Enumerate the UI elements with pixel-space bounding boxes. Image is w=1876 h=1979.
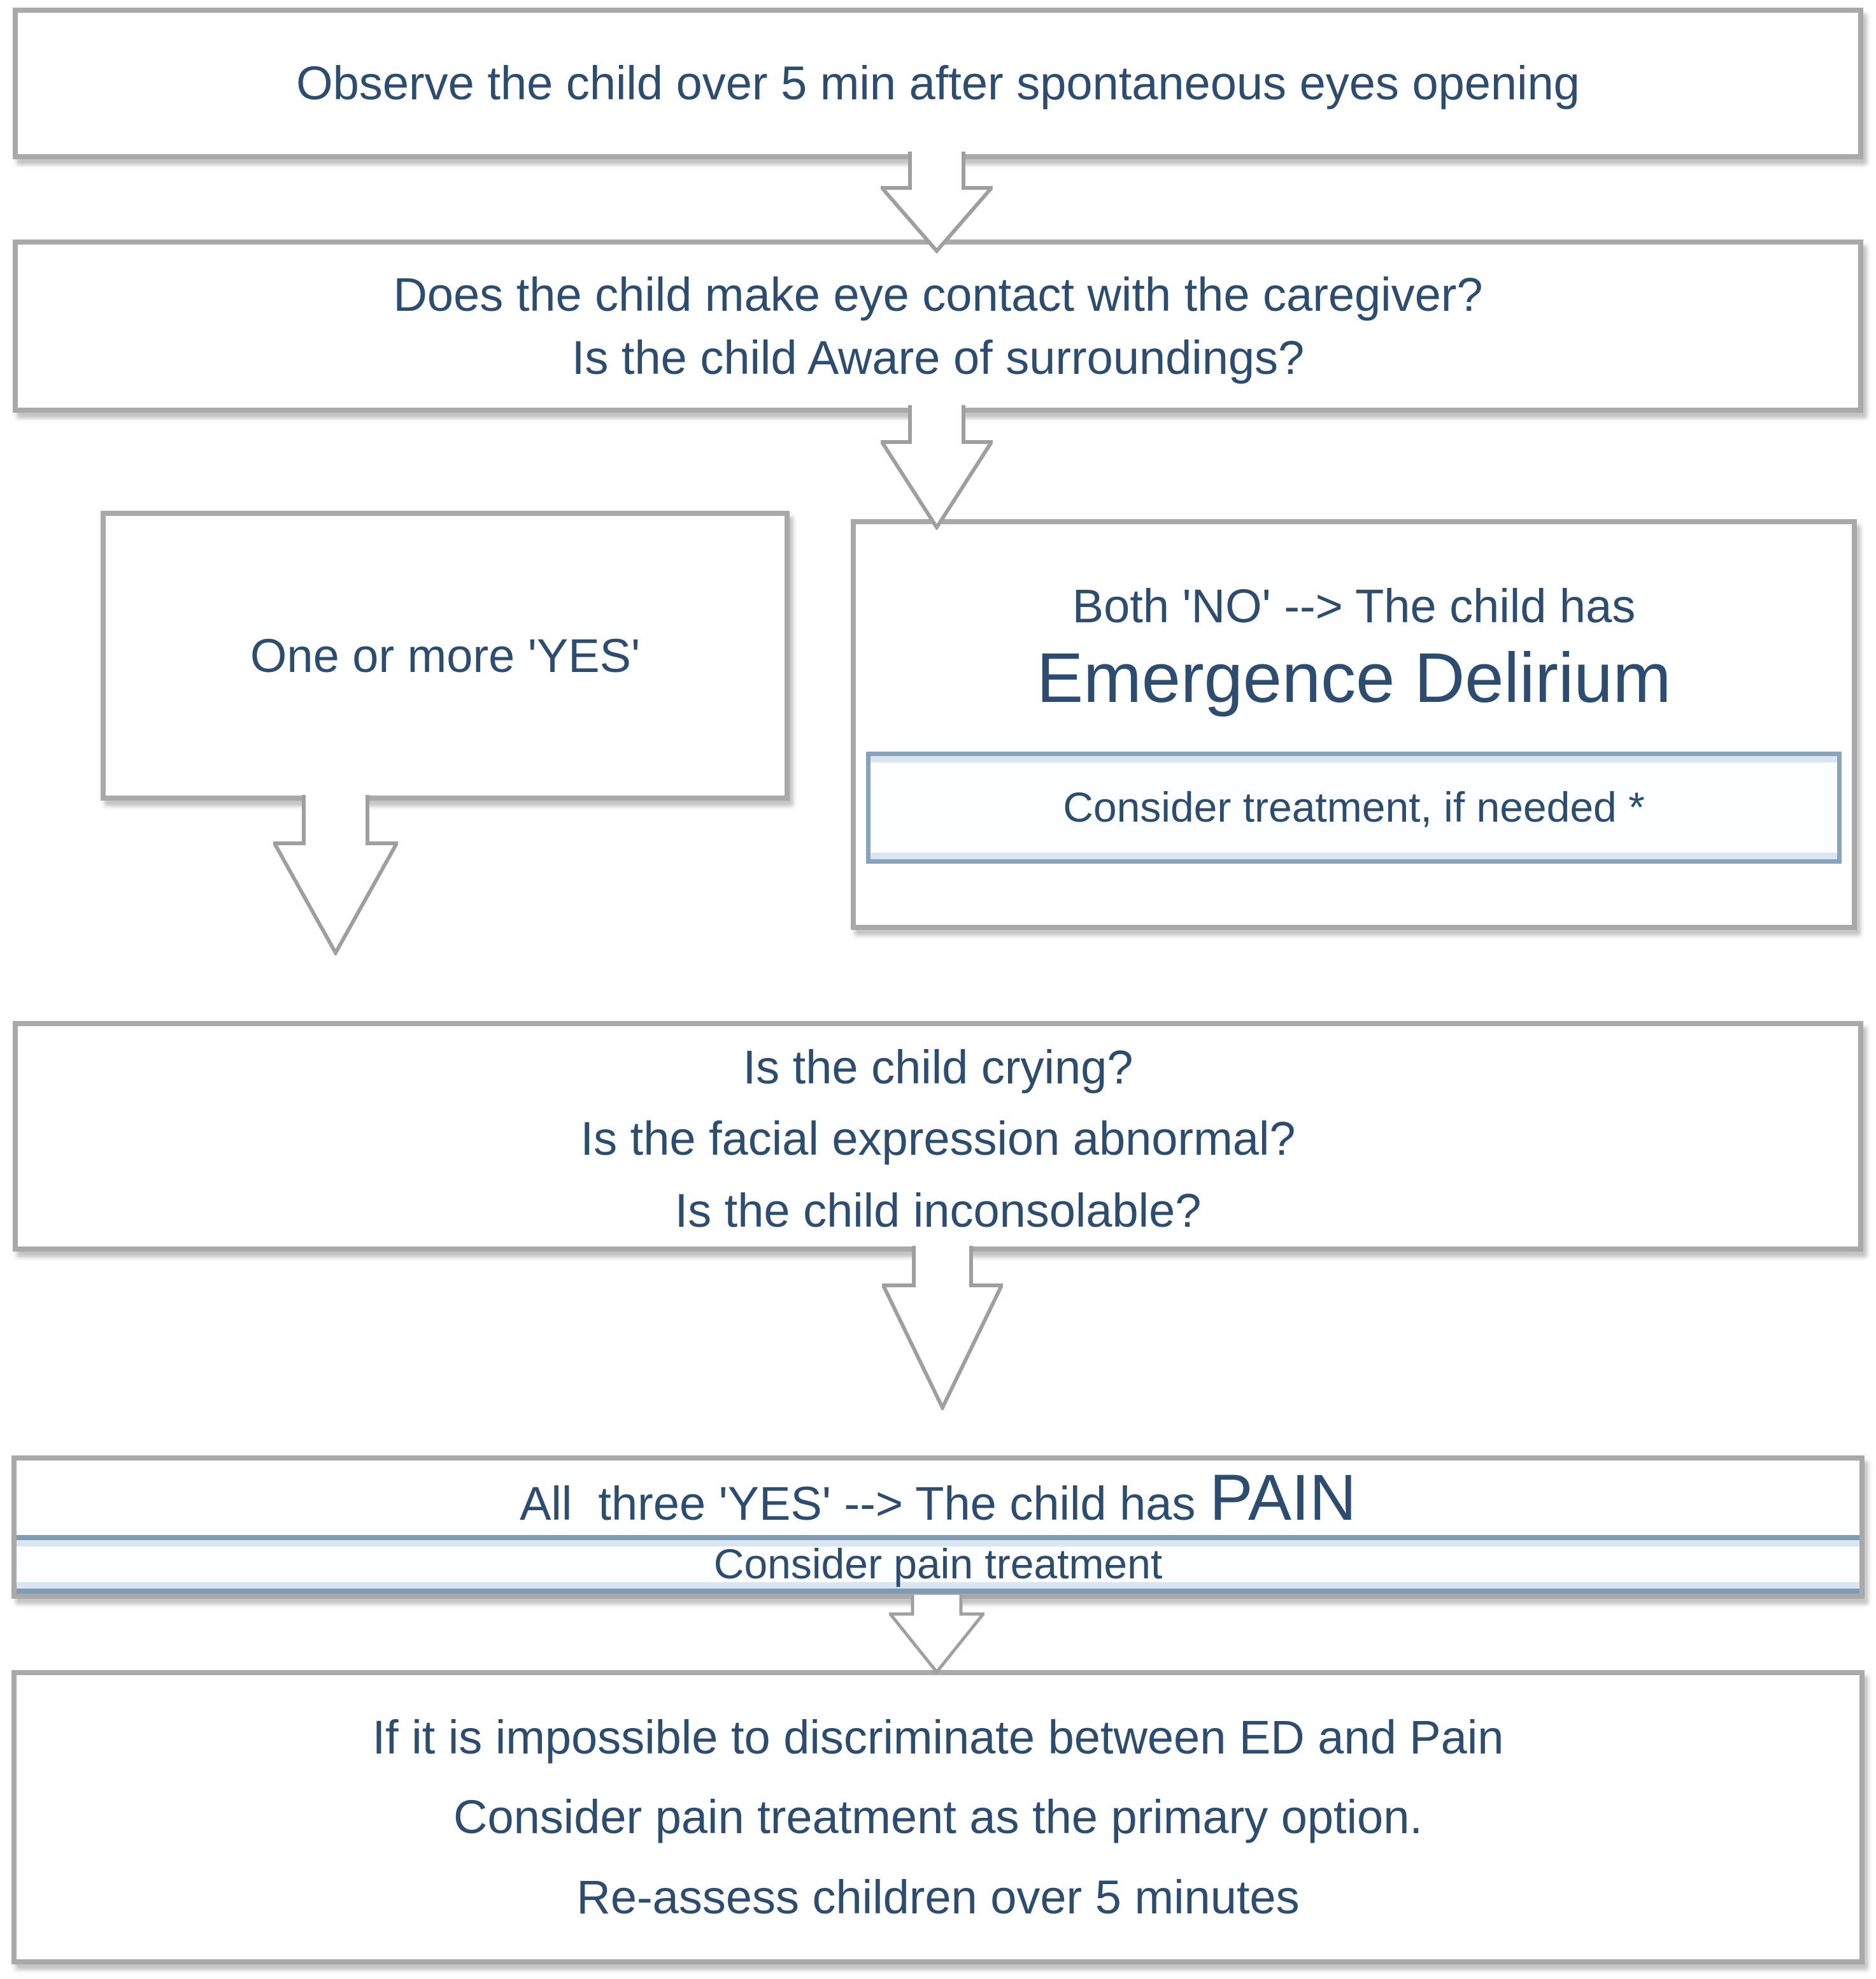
emergence-delirium-diagnosis-text: Emergence Delirium — [1036, 639, 1672, 718]
question-eye-contact: Does the child make eye contact with the… — [393, 268, 1483, 321]
step-observe-box: Observe the child over 5 min after spont… — [13, 8, 1863, 159]
fallback-reassess-box: If it is impossible to discriminate betw… — [11, 1670, 1865, 1964]
question-awareness: Is the child Aware of surroundings? — [571, 331, 1305, 384]
branch-no-intro-text: Both 'NO' --> The child has — [1072, 580, 1636, 632]
pain-diagnosis-text: PAIN — [1209, 1461, 1356, 1534]
question-crying: Is the child crying? — [743, 1041, 1133, 1094]
pain-intro-text: All three 'YES' --> The child has — [520, 1477, 1196, 1530]
step-pain-questions-box: Is the child crying? Is the facial expre… — [13, 1021, 1863, 1252]
down-arrow-icon — [882, 1246, 1003, 1410]
fallback-discriminate-text: If it is impossible to discriminate betw… — [372, 1711, 1504, 1764]
pain-diagnosis-box: All three 'YES' --> The child has PAIN C… — [11, 1455, 1865, 1599]
question-inconsolable: Is the child inconsolable? — [674, 1183, 1202, 1237]
step-eye-contact-box: Does the child make eye contact with the… — [13, 239, 1863, 413]
ed-treatment-action-box: Consider treatment, if needed * — [866, 751, 1842, 864]
pain-treatment-action-text: Consider pain treatment — [713, 1540, 1163, 1588]
step-observe-text: Observe the child over 5 min after spont… — [296, 57, 1580, 110]
branch-yes-box: One or more 'YES' — [101, 511, 790, 801]
question-facial-expression: Is the facial expression abnormal? — [580, 1112, 1296, 1166]
branch-no-emergence-delirium-box: Both 'NO' --> The child has Emergence De… — [851, 519, 1857, 930]
fallback-reassess-text: Re-assess children over 5 minutes — [576, 1870, 1300, 1924]
branch-yes-text: One or more 'YES' — [250, 629, 641, 682]
pain-treatment-action-box: Consider pain treatment — [17, 1535, 1859, 1594]
down-arrow-icon — [273, 795, 398, 955]
ed-treatment-action-text: Consider treatment, if needed * — [1063, 783, 1645, 831]
fallback-primary-option-text: Consider pain treatment as the primary o… — [453, 1790, 1423, 1844]
down-arrow-icon — [881, 152, 993, 254]
down-arrow-icon — [889, 1595, 984, 1674]
pain-title-row: All three 'YES' --> The child has PAIN — [17, 1461, 1859, 1535]
down-arrow-icon — [881, 405, 993, 530]
